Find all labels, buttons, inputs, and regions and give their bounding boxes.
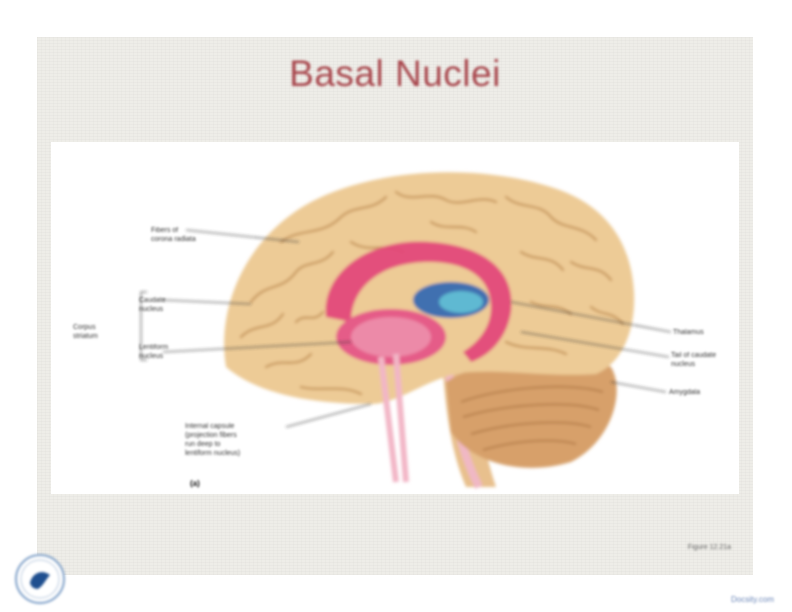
slide-title: Basal Nuclei bbox=[289, 53, 501, 94]
label-corona-radiata: Fibers of corona radiata bbox=[151, 227, 196, 243]
university-seal-logo bbox=[14, 553, 66, 605]
figure-letter: (a) bbox=[190, 479, 200, 488]
brain-figure: Fibers of corona radiata Caudate nucleus… bbox=[51, 142, 739, 494]
label-amygdala: Amygdala bbox=[669, 389, 701, 396]
slide: Basal Nuclei bbox=[37, 37, 753, 575]
label-caudate-nucleus: Caudate nucleus bbox=[139, 297, 166, 313]
label-tail-caudate: Tail of caudate nucleus bbox=[671, 352, 717, 368]
label-lentiform-nucleus: Lentiform nucleus bbox=[139, 344, 169, 360]
figure-number: Figure 12.21a bbox=[687, 544, 731, 551]
label-internal-capsule: Internal capsule (projection fibers run … bbox=[185, 423, 241, 457]
label-corpus-striatum: Corpus striatum bbox=[73, 324, 98, 340]
label-thalamus: Thalamus bbox=[673, 329, 704, 336]
brain-illustration bbox=[140, 172, 672, 489]
docsity-watermark[interactable]: Docsity.com bbox=[731, 595, 774, 604]
